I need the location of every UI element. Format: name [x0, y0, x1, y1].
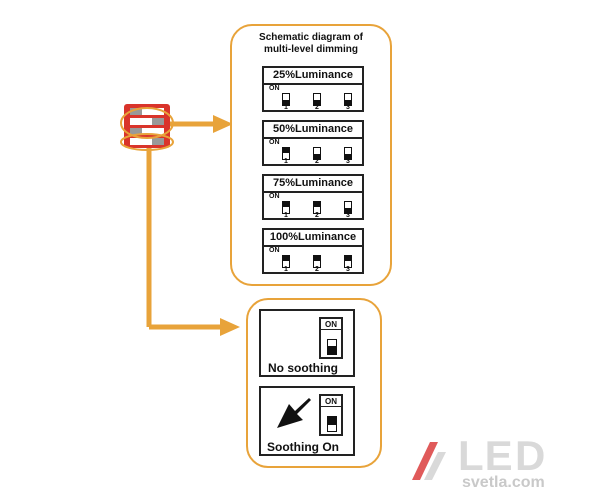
switch-number-1: 1 — [284, 104, 288, 111]
level-100: 100%Luminance ON 1 2 3 — [262, 228, 364, 274]
logo-url: svetla.com — [462, 474, 545, 491]
soothing-switch-off: ON — [319, 317, 343, 359]
level-label: 75%Luminance — [264, 176, 362, 193]
on-label: ON — [321, 320, 341, 330]
dip-switch-3 — [344, 255, 352, 268]
arrow-pointer-icon — [277, 398, 311, 428]
on-label: ON — [269, 247, 280, 254]
dip-switch-module — [120, 104, 174, 151]
logo-mark — [412, 442, 446, 480]
on-label: ON — [321, 397, 341, 407]
level-label: 50%Luminance — [264, 122, 362, 139]
soothing-switch-on: ON — [319, 394, 343, 436]
level-50: 50%Luminance ON 1 2 3 — [262, 120, 364, 166]
dip-switch-2 — [313, 255, 321, 268]
dip-switch-3 — [344, 93, 352, 106]
level-25: 25%Luminance ON 1 2 3 — [262, 66, 364, 112]
level-label: 100%Luminance — [264, 230, 362, 247]
dip-switch-2 — [313, 147, 321, 160]
switch-number-3: 3 — [346, 212, 350, 219]
switch-slot — [327, 339, 337, 355]
no-soothing-box: ON No soothing — [259, 309, 355, 377]
on-label: ON — [269, 85, 280, 92]
switch-number-2: 2 — [315, 212, 319, 219]
on-label: ON — [269, 193, 280, 200]
arrow-head-bottom — [220, 318, 240, 336]
level-75: 75%Luminance ON 1 2 3 — [262, 174, 364, 220]
logo-text-d: D — [515, 432, 546, 479]
diagram-title-line1: Schematic diagram of — [259, 32, 363, 43]
logo-text-le: LE — [458, 432, 514, 479]
dip-switch-2 — [313, 93, 321, 106]
switch-number-3: 3 — [346, 158, 350, 165]
switch-number-2: 2 — [315, 104, 319, 111]
switch-number-3: 3 — [346, 104, 350, 111]
on-label: ON — [269, 139, 280, 146]
switch-number-3: 3 — [346, 266, 350, 273]
dip-switch-1 — [282, 255, 290, 268]
switch-number-1: 1 — [284, 212, 288, 219]
arrow-head-top — [213, 115, 233, 133]
no-soothing-label: No soothing — [268, 361, 338, 375]
dip-switch-1 — [282, 201, 290, 214]
dip-switch-2 — [313, 201, 321, 214]
dip-switch-3 — [344, 201, 352, 214]
dip-switch-1 — [282, 147, 290, 160]
switch-slot — [327, 416, 337, 432]
soothing-on-box: ON Soothing On — [259, 386, 355, 456]
diagram-title-line2: multi-level dimming — [264, 44, 358, 55]
dip-switch-3 — [344, 147, 352, 160]
diagram-title: Schematic diagram of multi-level dimming — [232, 32, 390, 56]
switch-number-1: 1 — [284, 158, 288, 165]
level-label: 25%Luminance — [264, 68, 362, 85]
soothing-on-label: Soothing On — [267, 440, 339, 454]
switch-number-1: 1 — [284, 266, 288, 273]
dip-switch-1 — [282, 93, 290, 106]
switch-number-2: 2 — [315, 158, 319, 165]
switch-number-2: 2 — [315, 266, 319, 273]
